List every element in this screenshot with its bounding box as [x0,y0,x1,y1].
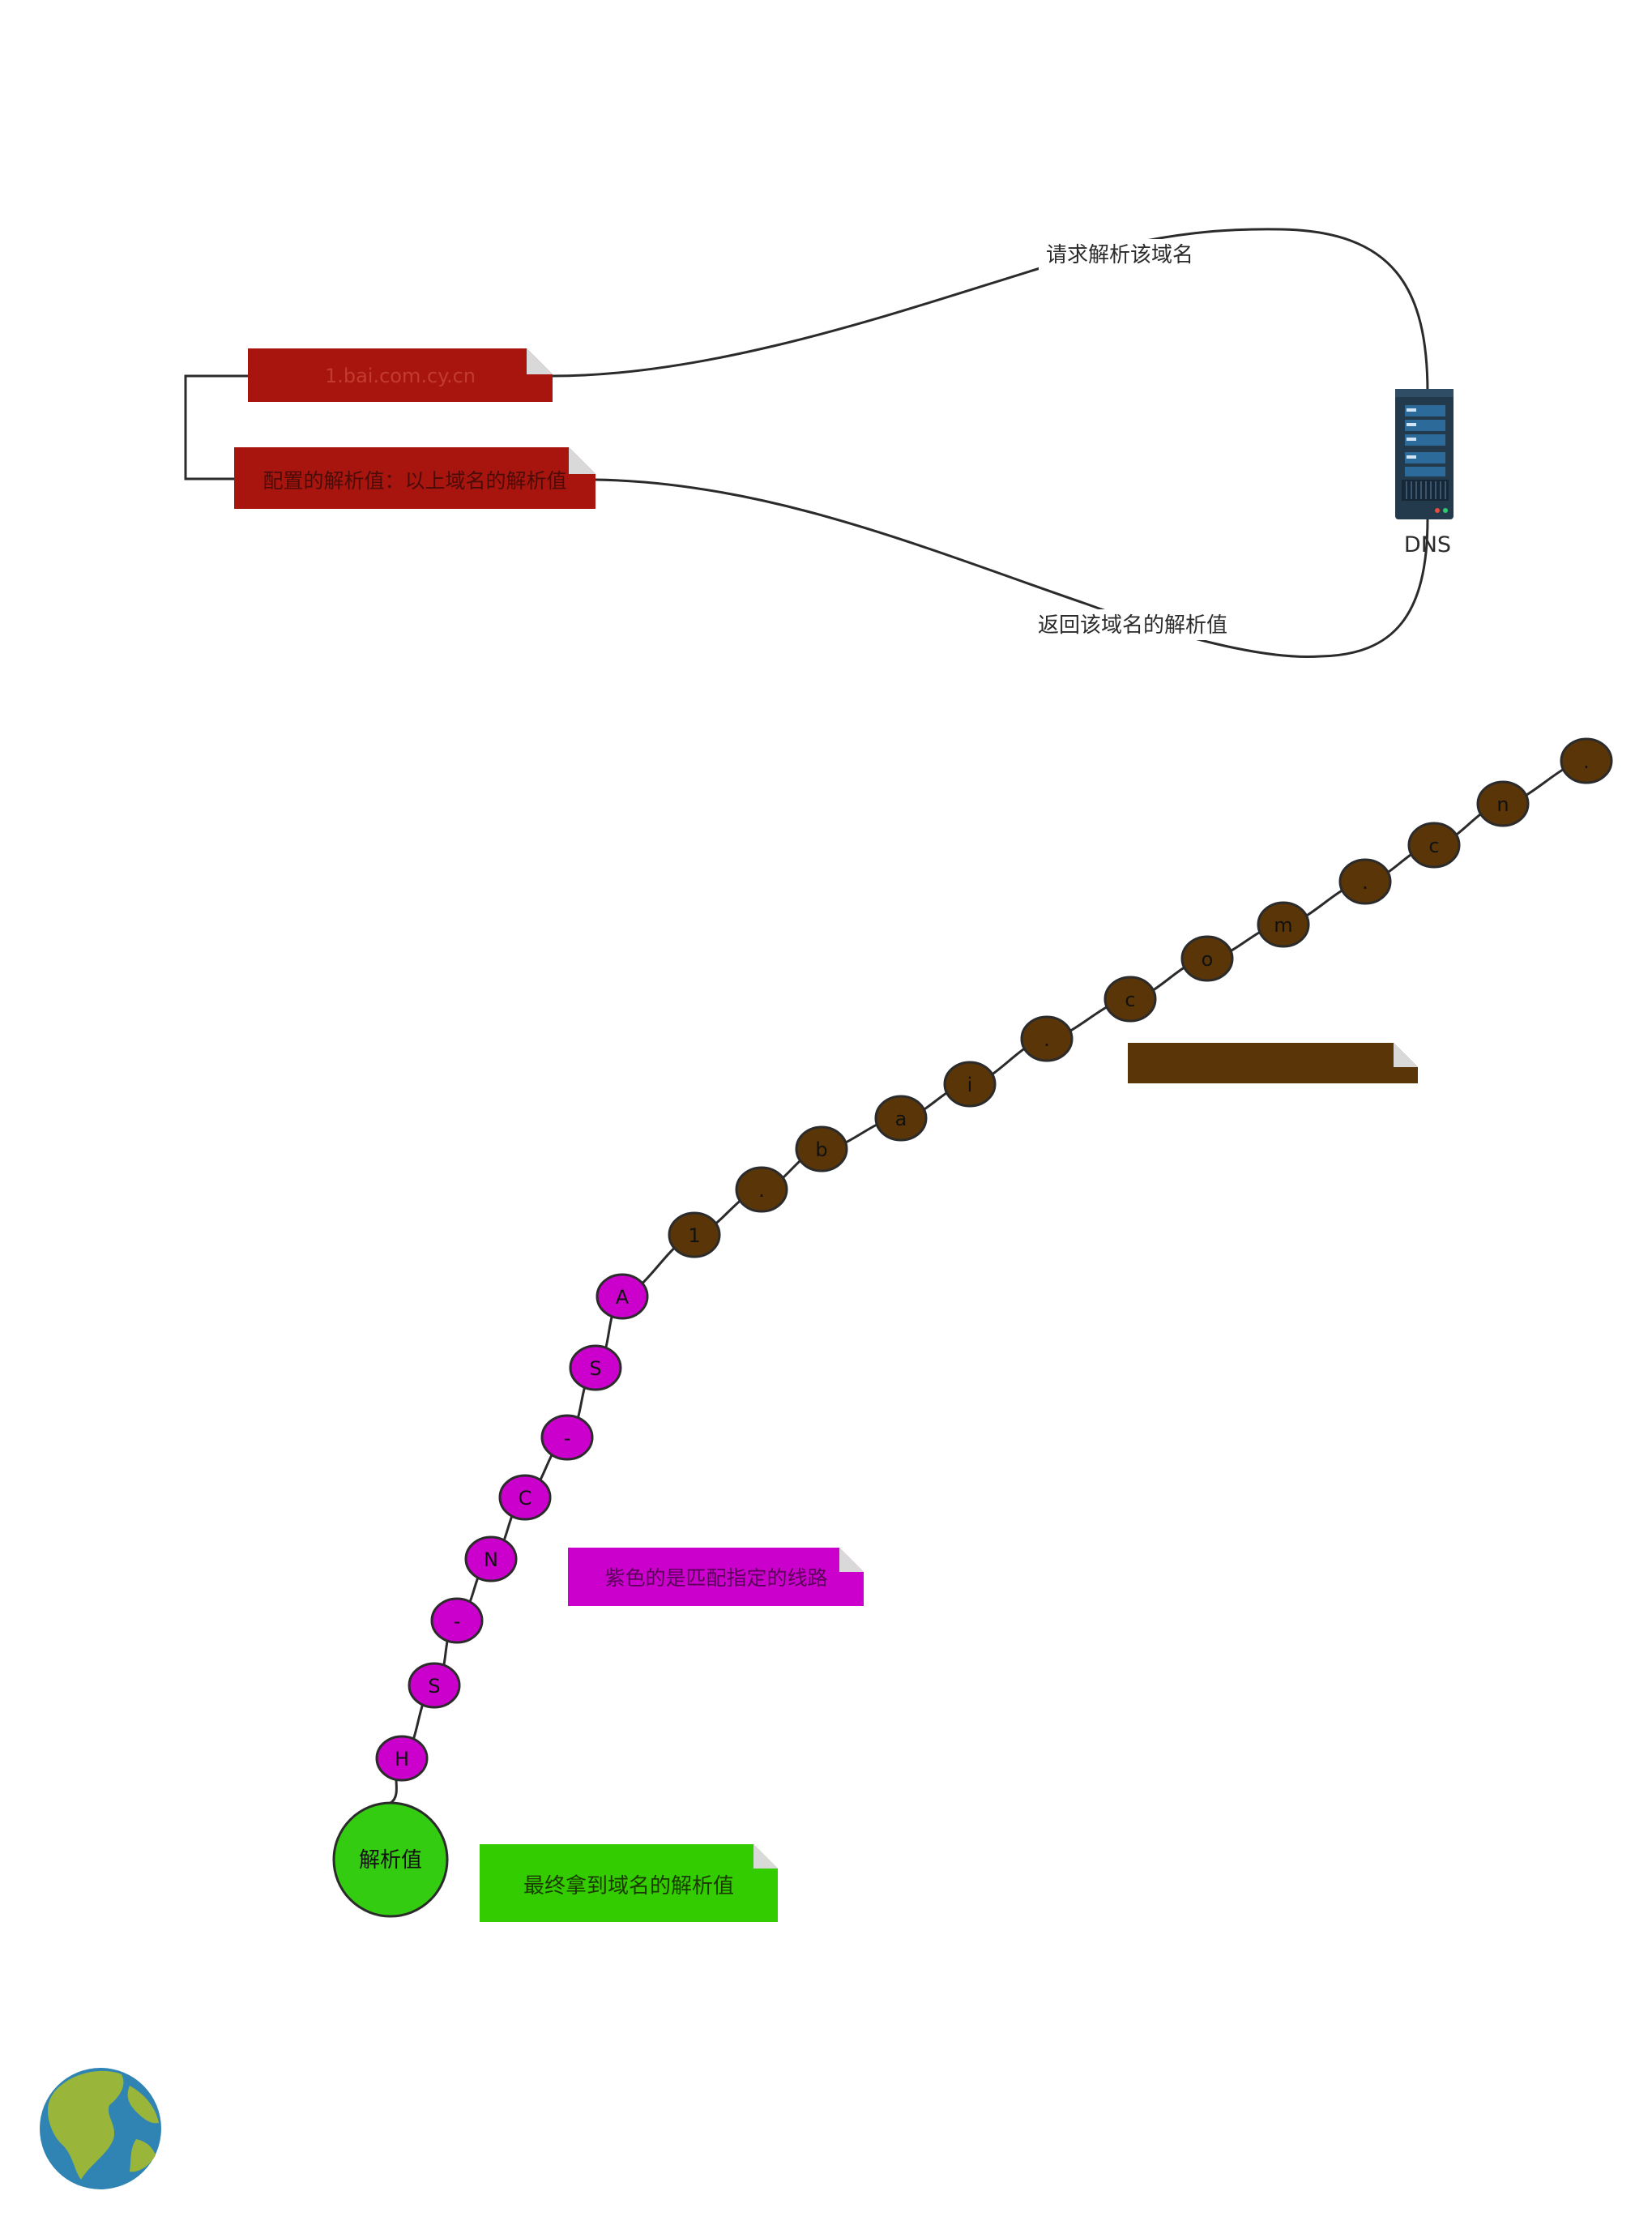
result-circle-text: 解析值 [359,1848,422,1873]
bead-char: n [1496,793,1509,816]
bead-shape [1257,901,1310,948]
response-connector [595,478,1429,659]
bead-shape [569,1344,622,1391]
bead-char: . [1583,750,1590,773]
line-bead[interactable]: C [498,1474,552,1521]
bead-shape [430,1597,484,1644]
bead-char: N [484,1548,498,1571]
bead-char: i [967,1074,973,1096]
value-note-fold [569,447,595,474]
bead-char: C [519,1487,532,1510]
bead-shape [795,1125,848,1172]
bead-shape [1103,976,1157,1023]
domain-bead[interactable]: 1 [668,1211,721,1258]
bead-shape [595,1273,649,1320]
domain-bead[interactable]: a [874,1095,928,1142]
bead-char: S [428,1675,440,1698]
brown-note-body [1128,1043,1418,1083]
bead-char: 1 [688,1224,700,1247]
request-connector [552,228,1429,394]
request-label: 请求解析该域名 [1039,239,1193,270]
bead-char: c [1125,989,1135,1011]
bead-shape [1560,737,1613,784]
bead-char: . [1362,871,1368,894]
request-label-text: 请求解析该域名 [1046,243,1193,267]
bead-char: H [395,1748,409,1770]
bead-shape [874,1095,928,1142]
line-bead[interactable]: - [540,1414,594,1461]
green-note[interactable]: 最终拿到域名的解析值 [480,1844,778,1922]
domain-note-fold [527,348,553,374]
bead-shape [735,1166,788,1213]
bead-char: . [758,1179,765,1202]
dns-label: DNS [1404,532,1451,557]
bead-char: a [895,1108,907,1130]
bead-shape [540,1414,594,1461]
bead-chain: H S - N C - S A 1. b a i. c o m. c n. [375,737,1613,1782]
globe-icon [40,2068,161,2189]
response-label: 返回该域名的解析值 [1034,609,1228,640]
bead-char: o [1202,948,1214,971]
domain-bead[interactable]: c [1407,822,1461,869]
domain-bead[interactable]: . [1560,737,1613,784]
bead-char: m [1274,914,1292,937]
domain-bead[interactable]: c [1103,976,1157,1023]
line-bead[interactable]: S [408,1662,461,1709]
bead-char: S [589,1357,601,1380]
bead-char: - [564,1427,571,1450]
line-bead[interactable]: N [464,1535,518,1582]
purple-note-body [568,1548,864,1606]
domain-note-body [248,348,553,402]
line-bead[interactable]: S [569,1344,622,1391]
value-note-text: 配置的解析值：以上域名的解析值 [263,469,566,493]
bead-shape [464,1535,518,1582]
response-label-text: 返回该域名的解析值 [1038,613,1227,638]
bead-shape [1020,1015,1074,1062]
line-bead[interactable]: H [375,1735,429,1782]
domain-note[interactable]: 1.bai.com.cy.cn [248,348,553,402]
bead-shape [1476,780,1530,827]
domain-bead[interactable]: n [1476,780,1530,827]
green-note-body [480,1844,778,1922]
bead-chain-links [390,759,1587,1804]
bead-shape [668,1211,721,1258]
brown-note-fold [1394,1043,1418,1067]
green-note-text: 最终拿到域名的解析值 [523,1874,734,1898]
value-note-body [234,447,595,509]
purple-note[interactable]: 紫色的是匹配指定的线路 [568,1548,864,1606]
value-note[interactable]: 配置的解析值：以上域名的解析值 [234,447,595,509]
bead-shape [408,1662,461,1709]
note-bracket [184,374,248,480]
bead-shape [1180,935,1234,982]
domain-bead[interactable]: o [1180,935,1234,982]
server-icon[interactable] [1395,389,1454,519]
domain-bead[interactable]: . [1338,858,1392,905]
line-bead[interactable]: A [595,1273,649,1320]
domain-bead[interactable]: . [735,1166,788,1213]
bead-shape [498,1474,552,1521]
bead-char: c [1428,835,1439,857]
bead-char: . [1044,1028,1050,1051]
line-bead[interactable]: - [430,1597,484,1644]
bead-char: b [815,1138,827,1161]
purple-note-fold [839,1548,864,1572]
result-circle[interactable]: 解析值 [332,1801,449,1918]
domain-bead[interactable]: b [795,1125,848,1172]
brown-note[interactable] [1128,1043,1418,1083]
bead-char: A [616,1286,630,1309]
domain-bead[interactable]: . [1020,1015,1074,1062]
purple-note-text: 紫色的是匹配指定的线路 [604,1566,827,1590]
green-note-fold [753,1844,778,1869]
domain-bead[interactable]: m [1257,901,1310,948]
bead-shape [943,1061,997,1108]
domain-bead[interactable]: i [943,1061,997,1108]
bead-shape [1338,858,1392,905]
domain-note-text: 1.bai.com.cy.cn [325,365,476,387]
bead-shape [1407,822,1461,869]
bead-shape [375,1735,429,1782]
bead-char: - [454,1610,461,1633]
